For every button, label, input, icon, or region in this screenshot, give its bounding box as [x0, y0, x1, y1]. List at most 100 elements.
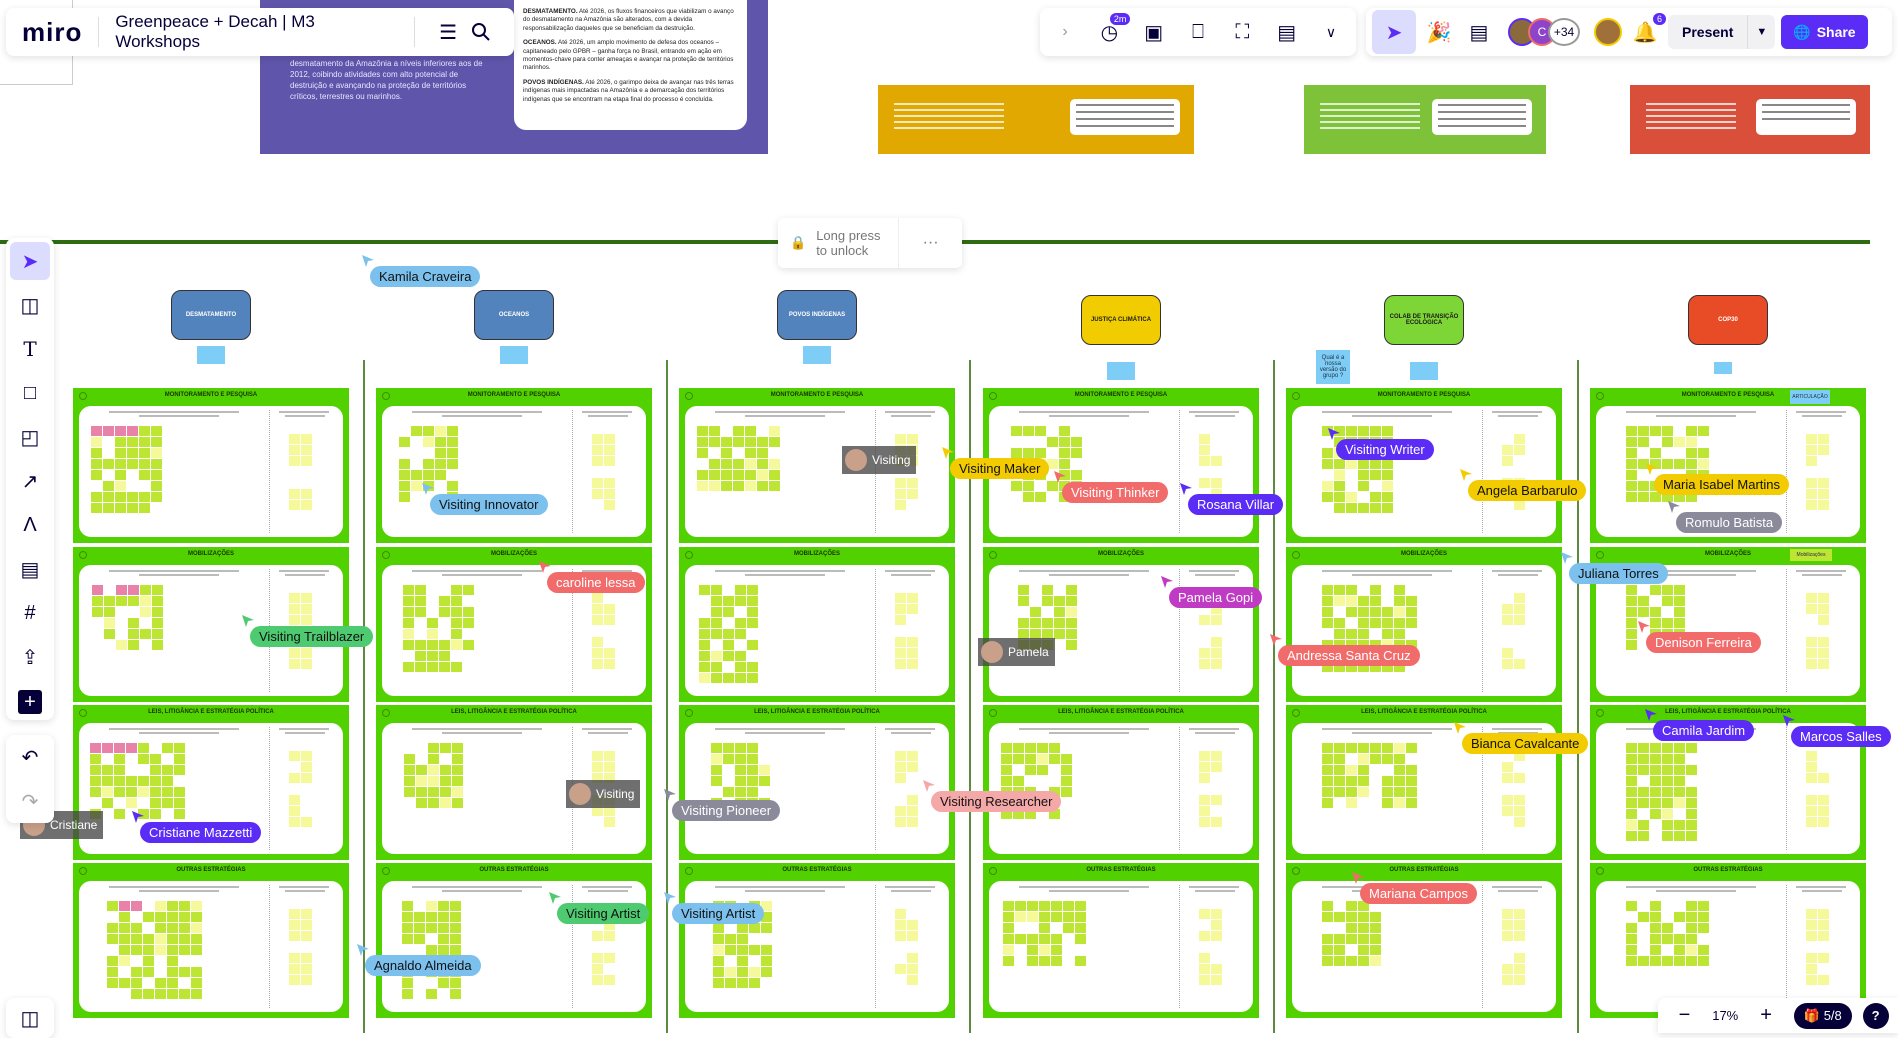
sticky-note[interactable]	[119, 945, 130, 955]
sticky-note[interactable]	[1806, 604, 1817, 614]
sticky-note[interactable]	[1806, 964, 1817, 974]
sticky-note[interactable]	[1322, 618, 1333, 628]
sticky-note[interactable]	[1514, 975, 1525, 985]
sticky-note[interactable]	[104, 596, 115, 606]
sticky-note[interactable]	[1818, 975, 1829, 985]
sticky-note[interactable]	[289, 964, 300, 974]
sticky-note[interactable]	[604, 478, 615, 488]
share-button[interactable]: 🌐Share	[1781, 15, 1868, 49]
sticky-note[interactable]	[1035, 492, 1046, 502]
sticky-note[interactable]	[735, 743, 746, 753]
sticky-note[interactable]	[1406, 798, 1417, 808]
sticky-note[interactable]	[92, 585, 103, 595]
sticky-note[interactable]	[747, 765, 758, 775]
sticky-note[interactable]	[439, 662, 450, 672]
sticky-note[interactable]	[119, 923, 130, 933]
sticky-note[interactable]	[427, 662, 438, 672]
sticky-note[interactable]	[289, 445, 300, 455]
sticky-note[interactable]	[1626, 798, 1637, 808]
sticky-note[interactable]	[150, 776, 161, 786]
sticky-note[interactable]	[1013, 754, 1024, 764]
sticky-note-icon[interactable]: □	[23, 381, 37, 404]
sticky-note[interactable]	[1370, 934, 1381, 944]
sticky-note[interactable]	[435, 470, 446, 480]
sticky-note[interactable]: ARTICULAÇÃO	[1790, 390, 1830, 404]
sticky-note[interactable]	[191, 934, 202, 944]
sticky-note[interactable]	[1370, 459, 1381, 469]
sticky-note[interactable]	[1370, 912, 1381, 922]
sticky-note[interactable]	[411, 426, 422, 436]
sticky-note[interactable]	[1650, 607, 1661, 617]
sticky-note[interactable]	[1806, 593, 1817, 603]
sticky-note[interactable]	[1075, 901, 1086, 911]
sticky-note[interactable]	[447, 426, 458, 436]
sticky-note[interactable]	[114, 787, 125, 797]
help-icon[interactable]: ?	[1862, 1002, 1889, 1029]
sticky-note[interactable]	[713, 956, 724, 966]
sticky-note[interactable]	[301, 500, 312, 510]
sticky-note[interactable]	[1358, 912, 1369, 922]
sticky-note[interactable]	[1818, 909, 1829, 919]
sticky-note[interactable]	[1358, 923, 1369, 933]
sticky-note[interactable]	[1394, 798, 1405, 808]
sticky-note[interactable]	[289, 806, 300, 816]
sticky-note[interactable]	[735, 776, 746, 786]
sticky-note[interactable]	[1406, 765, 1417, 775]
sticky-note[interactable]	[435, 437, 446, 447]
sticky-note[interactable]	[604, 445, 615, 455]
sticky-note[interactable]	[1662, 787, 1673, 797]
sticky-note[interactable]	[895, 615, 906, 625]
sticky-note[interactable]	[1626, 945, 1637, 955]
sticky-note[interactable]	[1107, 362, 1135, 380]
sticky-note[interactable]	[1806, 434, 1817, 444]
sticky-note[interactable]	[747, 776, 758, 786]
sticky-note[interactable]	[115, 448, 126, 458]
sticky-note[interactable]	[1334, 776, 1345, 786]
sticky-note[interactable]	[895, 659, 906, 669]
sticky-note[interactable]	[1199, 434, 1210, 444]
sticky-note[interactable]	[907, 478, 918, 488]
sticky-note[interactable]	[1346, 912, 1357, 922]
sticky-note[interactable]	[403, 640, 414, 650]
sticky-note[interactable]	[723, 673, 734, 683]
sticky-note[interactable]	[167, 912, 178, 922]
sticky-note[interactable]	[895, 478, 906, 488]
sticky-note[interactable]	[1662, 437, 1673, 447]
sticky-note[interactable]	[1059, 426, 1070, 436]
sticky-note[interactable]	[1662, 596, 1673, 606]
sticky-note[interactable]	[414, 912, 425, 922]
sticky-note[interactable]	[1054, 618, 1065, 628]
sticky-note[interactable]	[1626, 596, 1637, 606]
sticky-note[interactable]	[1502, 659, 1513, 669]
sticky-note[interactable]	[1322, 426, 1333, 436]
sticky-note[interactable]	[1674, 912, 1685, 922]
sticky-note[interactable]	[1818, 478, 1829, 488]
arrow-tool-icon[interactable]: ↗	[21, 470, 39, 493]
sticky-note[interactable]	[289, 795, 300, 805]
sticky-note[interactable]	[107, 901, 118, 911]
sticky-note[interactable]	[895, 500, 906, 510]
sticky-note[interactable]	[114, 765, 125, 775]
sticky-note[interactable]	[1051, 934, 1062, 944]
sticky-note[interactable]	[757, 481, 768, 491]
sticky-note[interactable]	[1199, 456, 1210, 466]
sticky-note[interactable]	[415, 662, 426, 672]
sticky-note[interactable]	[761, 923, 772, 933]
sticky-note[interactable]	[1382, 618, 1393, 628]
sticky-note[interactable]	[1039, 934, 1050, 944]
sticky-note[interactable]	[1334, 743, 1345, 753]
sticky-note[interactable]	[1358, 618, 1369, 628]
sticky-note[interactable]	[737, 934, 748, 944]
sticky-note[interactable]	[1358, 765, 1369, 775]
sticky-note[interactable]	[139, 470, 150, 480]
sticky-note[interactable]	[1066, 596, 1077, 606]
sticky-note[interactable]: Mobilizações	[1790, 549, 1832, 561]
sticky-note[interactable]	[1322, 481, 1333, 491]
sticky-note[interactable]	[1346, 787, 1357, 797]
sticky-note[interactable]	[107, 923, 118, 933]
sticky-note[interactable]	[1806, 500, 1817, 510]
sticky-note[interactable]	[713, 923, 724, 933]
sticky-note[interactable]	[143, 989, 154, 999]
sticky-note[interactable]	[1818, 920, 1829, 930]
sticky-note[interactable]	[1626, 934, 1637, 944]
